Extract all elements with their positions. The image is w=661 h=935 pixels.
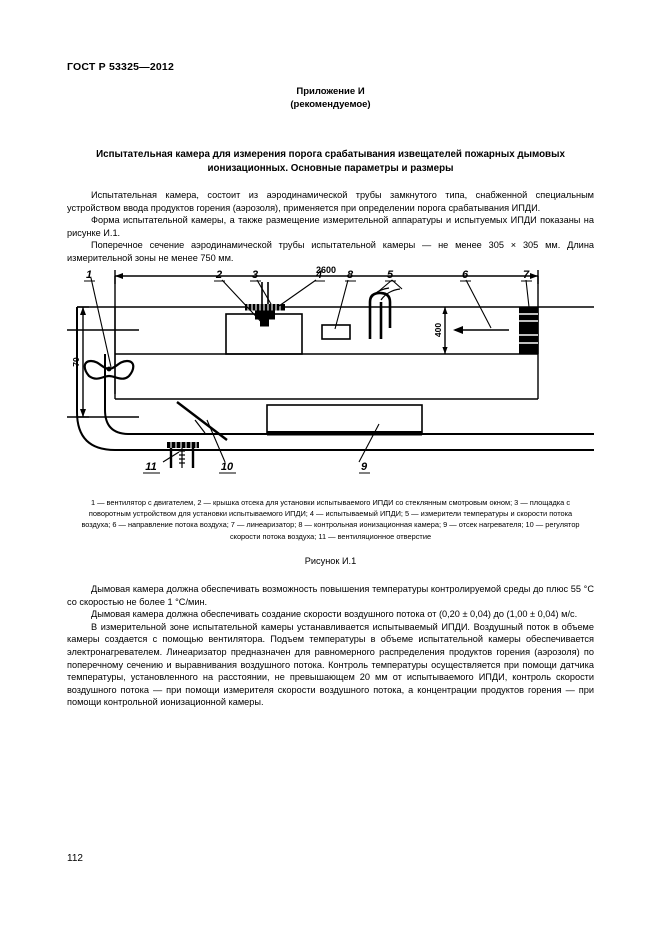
callout-3: 3 — [252, 269, 258, 281]
page-title: Испытательная камера для измерения порог… — [96, 149, 565, 174]
appendix-subtitle: (рекомендуемое) — [290, 99, 371, 110]
sensor-probes — [368, 291, 392, 339]
dimension-label-duct-height: 400 — [433, 323, 443, 337]
callout-5: 5 — [387, 269, 394, 281]
detector-base — [260, 319, 269, 327]
intro-paragraphs: Испытательная камера, состоит из аэродин… — [67, 189, 594, 265]
paragraph: Поперечное сечение аэродинамической труб… — [67, 240, 594, 263]
figure-caption: Рисунок И.1 — [304, 556, 357, 566]
callout-10: 10 — [221, 461, 234, 473]
callout-8: 8 — [347, 269, 354, 281]
chamber-schematic-svg: 2600 70 400 1 2 3 4 8 5 6 7 9 10 11 — [67, 265, 594, 474]
duct-return-bend — [104, 354, 594, 435]
paragraph: Испытательная камера, состоит из аэродин… — [67, 190, 594, 213]
paragraph: В измерительной зоне испытательной камер… — [67, 621, 594, 708]
callout-11: 11 — [145, 461, 156, 473]
ventilation-opening — [167, 442, 199, 448]
page-number: 112 — [67, 853, 83, 864]
callout-7: 7 — [523, 269, 530, 281]
airflow-regulator-flap — [176, 401, 228, 441]
mounting-platform — [245, 304, 285, 311]
appendix-heading-block: Приложение И (рекомендуемое) — [0, 85, 661, 111]
paragraph: Дымовая камера должна обеспечивать возмо… — [67, 584, 594, 607]
dimension-label-length: 2600 — [316, 265, 336, 275]
standard-header: ГОСТ Р 53325—2012 — [67, 61, 175, 73]
heater-element — [267, 431, 422, 436]
detector-body — [255, 310, 275, 320]
dimension-label-height-left: 70 — [71, 357, 81, 367]
callout-4: 4 — [315, 269, 322, 281]
figure-test-chamber: 2600 70 400 1 2 3 4 8 5 6 7 9 10 11 — [67, 262, 594, 492]
paragraph: Форма испытательной камеры, а также разм… — [67, 215, 594, 238]
callout-6: 6 — [462, 269, 469, 281]
fan-symbol — [83, 359, 135, 380]
callout-1: 1 — [86, 269, 92, 281]
appendix-title: Приложение И — [296, 86, 365, 97]
callout-9: 9 — [361, 461, 368, 473]
figure-legend: 1 — вентилятор с двигателем, 2 — крышка … — [81, 498, 580, 541]
callout-2: 2 — [215, 269, 222, 281]
paragraph: Дымовая камера должна обеспечивать созда… — [91, 609, 578, 620]
chamber-outer-shell — [76, 307, 594, 451]
heater-compartment — [266, 404, 423, 435]
closing-paragraphs: Дымовая камера должна обеспечивать возмо… — [67, 583, 594, 709]
